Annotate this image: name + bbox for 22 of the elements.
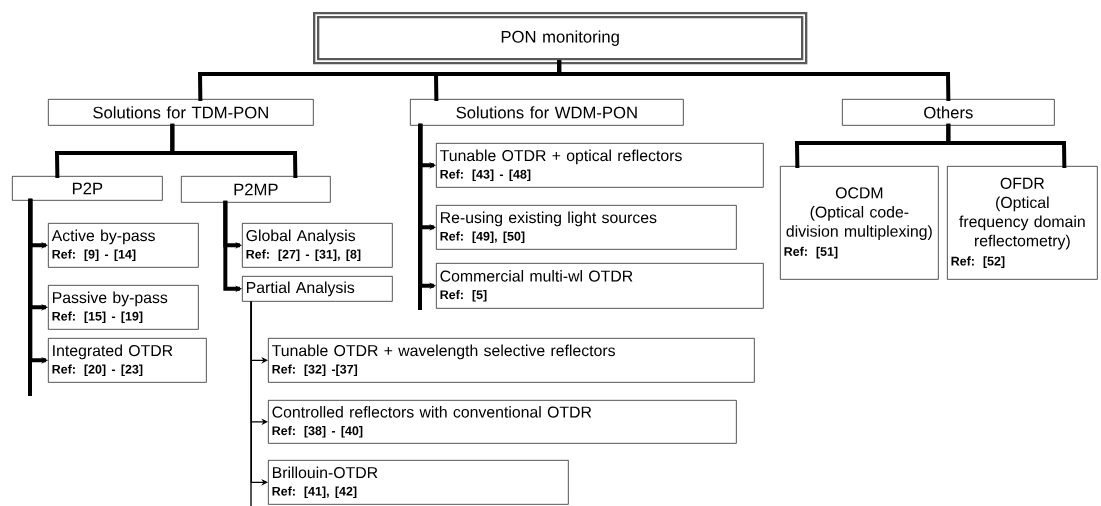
solution-box: Brillouin-OTDR Ref: [41], [42] (268, 460, 569, 505)
category-box: P2MP (181, 176, 331, 203)
connector (557, 60, 951, 101)
solution-box: Global Analysis Ref: [27] - [31], [8] (242, 223, 393, 268)
title-box: PON monitoring (313, 12, 808, 65)
connector (946, 123, 1067, 168)
solution-box: OFDR (Optical frequency domain reflectometry) Ref: [52] (947, 166, 1098, 280)
category-box: Solutions for TDM-PON (48, 99, 314, 126)
solution-box: Tunable OTDR + wavelength selective reflectors Ref: [32] -[37] (268, 338, 755, 383)
solution-box: Commercial multi-wl OTDR Ref: [5] (436, 263, 764, 309)
connector (170, 123, 298, 178)
solution-box: Active by-pass Ref: [9] - [14] (48, 223, 199, 268)
solution-box: Re-using existing light sources Ref: [49], [50] (436, 205, 737, 250)
solution-box: Partial Analysis (242, 276, 393, 302)
category-box: P2P (12, 176, 163, 201)
solution-box: Tunable OTDR + optical reflectors Ref: [43] - [48] (436, 143, 764, 188)
solution-box: Integrated OTDR Ref: [20] - [23] (48, 338, 207, 383)
category-box: Others (842, 99, 1055, 126)
category-box: Solutions for WDM-PON (410, 99, 684, 126)
solution-box: OCDM (Optical code-division multiplexing) Ref: [51] (780, 166, 939, 280)
solution-box: Passive by-pass Ref: [15] - [19] (48, 285, 199, 330)
solution-box: Controlled reflectors with conventional OTDR Ref: [38] - [40] (268, 400, 737, 444)
